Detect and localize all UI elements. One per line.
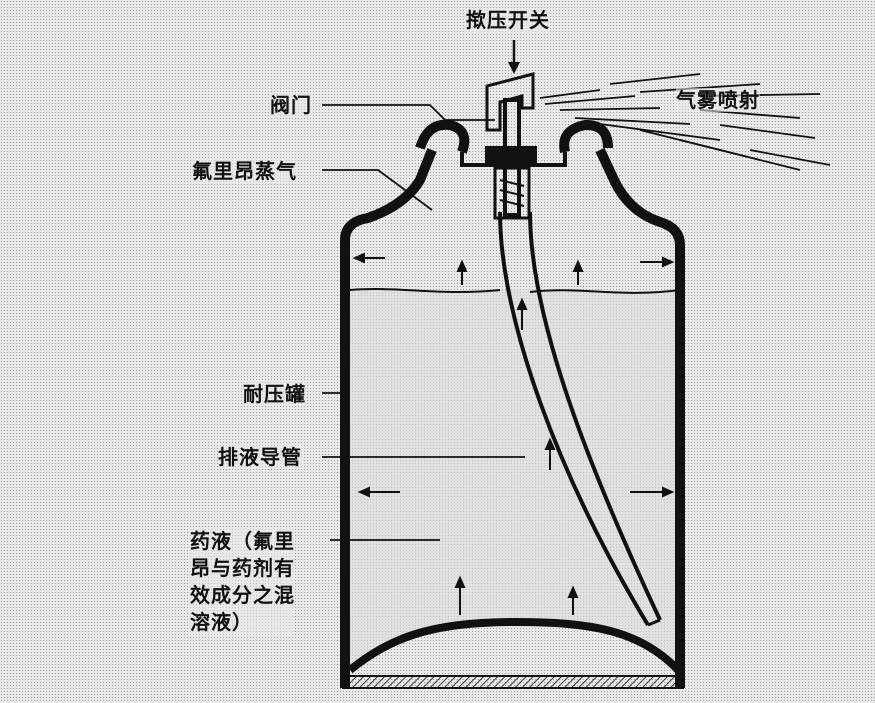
- liquid-region: [350, 289, 680, 670]
- press-switch-actuator: [485, 72, 535, 132]
- valve-housing: [485, 146, 537, 166]
- label-press-switch: 揿压开关: [466, 8, 550, 32]
- valve-spring-housing: [493, 166, 531, 220]
- pressure-arrows: [352, 252, 675, 615]
- liquid-surface: [349, 288, 681, 294]
- label-liquid: 药液（氟里 昂与药剂有 效成分之混 溶液）: [190, 528, 295, 636]
- label-freon-vapor: 氟里昂蒸气: [192, 159, 297, 183]
- dip-tube: [498, 211, 662, 627]
- press-down-arrow: [508, 62, 520, 74]
- label-valve: 阀门: [270, 93, 312, 117]
- leader-lines: [322, 104, 525, 541]
- label-pressure-can: 耐压罐: [243, 382, 306, 406]
- label-dip-tube: 排液导管: [218, 445, 302, 469]
- can-base-rim: [342, 675, 684, 689]
- label-spray: 气雾喷射: [676, 88, 760, 112]
